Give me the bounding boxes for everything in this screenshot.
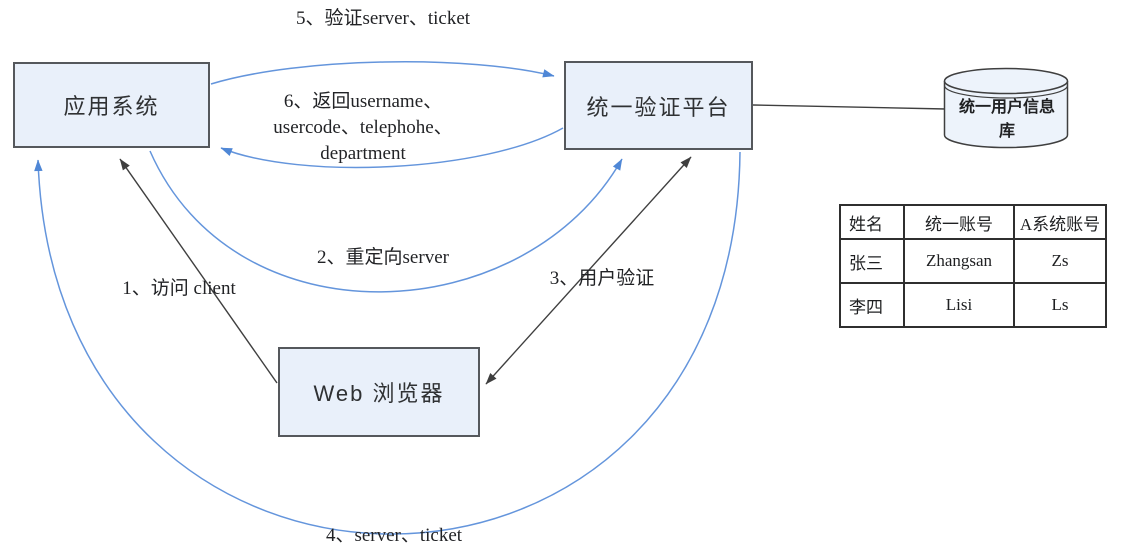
table-header-row: 姓名 统一账号 A系统账号 xyxy=(839,204,1107,240)
edge-label-step6-line1: 6、返回username、 xyxy=(283,91,443,112)
table-cell-unified-account: Lisi xyxy=(903,282,1015,328)
node-web-browser-label: Web 浏览器 xyxy=(313,381,445,406)
node-unified-auth-platform: 统一验证平台 xyxy=(564,61,753,150)
table-header-a-system-account: A系统账号 xyxy=(1013,204,1107,240)
account-mapping-table: 姓名 统一账号 A系统账号 张三 Zhangsan Zs 李四 Lisi Ls xyxy=(839,204,1107,328)
edge-label-step2: 2、重定向server xyxy=(317,247,449,268)
db-label-line2: 库 xyxy=(998,123,1015,140)
node-web-browser: Web 浏览器 xyxy=(278,347,480,437)
table-row: 李四 Lisi Ls xyxy=(839,282,1107,328)
table-cell-name: 张三 xyxy=(839,238,905,284)
connector-auth-to-db xyxy=(752,104,947,110)
arrow-step3-user-verify xyxy=(485,156,692,385)
arrow-step1-access-client xyxy=(119,158,278,384)
database-cylinder-icon xyxy=(943,67,1069,149)
table-cell-unified-account: Zhangsan xyxy=(903,238,1015,284)
arrow-step5-verify-server-ticket xyxy=(210,61,555,85)
edge-label-step6: 6、返回username、 usercode、telephohe、 depart… xyxy=(273,89,452,167)
edge-label-step1: 1、访问 client xyxy=(122,278,236,299)
table-cell-a-system-account: Zs xyxy=(1013,238,1107,284)
db-label-line1: 统一用户信息 xyxy=(958,99,1055,116)
table-header-name: 姓名 xyxy=(839,204,905,240)
node-unified-user-db-label: 统一用户信息 库 xyxy=(949,96,1065,144)
edge-label-step6-line2: usercode、telephohe、 xyxy=(273,117,453,138)
edge-label-step6-line3: department xyxy=(320,143,406,164)
node-unified-auth-platform-label: 统一验证平台 xyxy=(586,94,731,120)
arrow-step6-return-userinfo xyxy=(220,127,564,169)
table-cell-name: 李四 xyxy=(839,282,905,328)
table-cell-a-system-account: Ls xyxy=(1013,282,1107,328)
table-row: 张三 Zhangsan Zs xyxy=(839,238,1107,284)
edge-label-step5: 5、验证server、ticket xyxy=(295,8,471,29)
arrow-step4-server-ticket xyxy=(34,151,741,535)
edge-label-step3: 3、用户验证 xyxy=(549,268,655,289)
edge-label-step4: 4、server、ticket xyxy=(325,525,463,546)
table-header-unified-account: 统一账号 xyxy=(903,204,1015,240)
node-application-system: 应用系统 xyxy=(13,62,210,148)
node-application-system-label: 应用系统 xyxy=(63,94,160,119)
